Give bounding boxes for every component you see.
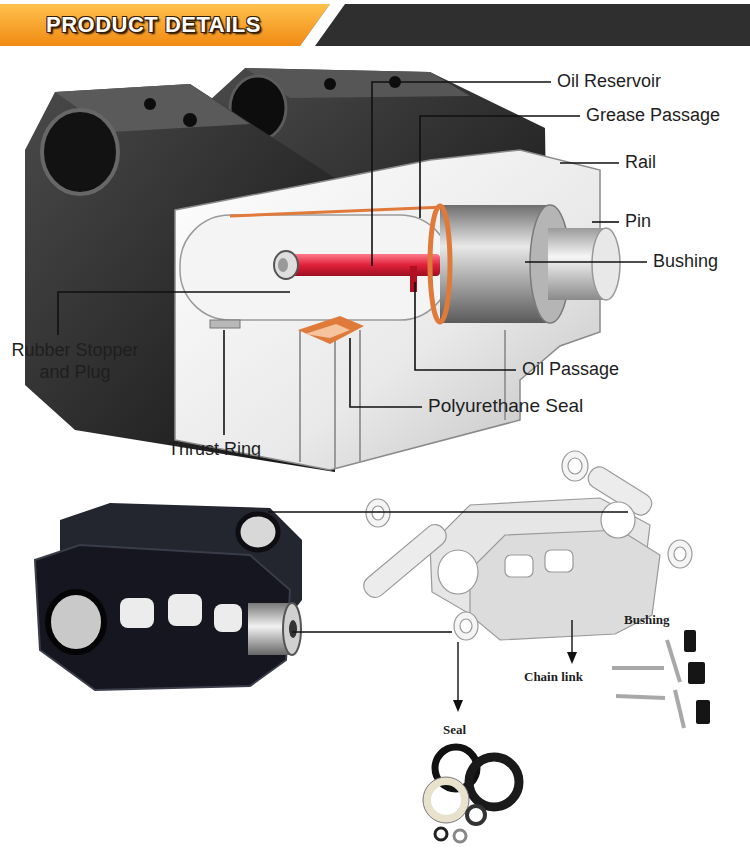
part-label: Pin (625, 211, 651, 233)
cutaway-link-part (305, 324, 350, 338)
pointer-lines-part (571, 620, 572, 654)
exploded-sketch-part (454, 612, 478, 640)
exploded-sketch-part (360, 520, 451, 601)
seal-rings-part (435, 828, 447, 840)
bushing-parts-part (684, 630, 696, 652)
exploded-sketch-part (568, 458, 582, 474)
leader-lines-part (525, 261, 647, 263)
cutaway-link-part (278, 258, 288, 272)
leader-lines-part (592, 221, 619, 223)
cutaway-link-part (430, 206, 450, 322)
exploded-sketch-part (668, 540, 692, 568)
pointer-lines-part (457, 642, 458, 702)
exploded-sketch-part (366, 499, 390, 527)
bushing-parts-part (612, 666, 664, 670)
leader-lines-part (560, 162, 619, 164)
bushing-parts-part (667, 640, 680, 682)
link-photo (35, 503, 302, 690)
part-label: Rail (625, 152, 656, 174)
bushing-parts (612, 630, 710, 728)
leader-lines-part (58, 292, 290, 335)
leader-lines-part (372, 82, 551, 266)
exploded-sketch-part (601, 502, 635, 538)
part-label: Polyurethane Seal (428, 395, 583, 418)
cutaway-link-part (180, 215, 450, 320)
header-banner-part (0, 4, 330, 46)
seal-rings-part (454, 830, 466, 842)
cutaway-link-part (290, 254, 440, 276)
bushing-parts-part (675, 690, 684, 728)
part-label: Bushing (653, 251, 718, 273)
bushing-parts-part (696, 700, 710, 724)
cutaway-link-part (334, 330, 336, 468)
component-label: Seal (443, 722, 466, 738)
component-label: Chain link (524, 669, 583, 685)
leader-lines-part (350, 338, 422, 407)
pointer-lines-part (268, 511, 628, 512)
exploded-sketch-part (438, 550, 478, 594)
leader-lines-part (223, 330, 225, 435)
exploded-sketch-part (372, 506, 384, 520)
cutaway-link-part (274, 251, 298, 279)
cutaway-link-part (42, 110, 118, 194)
cutaway-link-part (210, 320, 240, 328)
header-banner (0, 4, 750, 46)
pointer-lines-part (292, 631, 452, 632)
link-photo-part (214, 604, 242, 632)
header-banner-part (300, 4, 345, 46)
cutaway-link-part (144, 98, 156, 110)
cutaway-link-part (592, 228, 620, 300)
header-banner-part (0, 4, 750, 46)
exploded-sketch-part (460, 619, 472, 633)
link-photo-part (120, 598, 154, 628)
cutaway-link-part (175, 150, 600, 470)
arrowheads-part (567, 652, 577, 664)
part-label: Oil Passage (522, 359, 619, 381)
cutaway-link-part (324, 78, 336, 90)
cutaway-link-part (410, 266, 417, 292)
leader-lines (58, 82, 647, 435)
exploded-sketch-part (562, 451, 588, 481)
cutaway-link-part (230, 207, 445, 216)
exploded-sketch (360, 451, 692, 640)
cutaway-link-part (359, 330, 361, 462)
link-photo-part (283, 603, 301, 655)
pointer-lines (268, 512, 628, 702)
part-label: Oil Reservoir (557, 71, 661, 93)
bushing-parts-part (688, 662, 705, 684)
cutaway-link-part (299, 330, 301, 462)
page-title: PRODUCT DETAILS (46, 12, 261, 38)
link-photo-part (289, 620, 297, 638)
part-label: Grease Passage (586, 105, 720, 127)
seal-rings-part (469, 757, 519, 807)
cutaway-link (25, 68, 620, 472)
exploded-sketch-part (545, 550, 573, 572)
seal-rings (423, 747, 519, 842)
cutaway-link-part (298, 316, 364, 344)
part-label: Thrust Ring (168, 439, 261, 461)
link-photo-part (238, 514, 278, 550)
seal-rings-part (467, 806, 485, 824)
arrowheads-part (453, 700, 463, 712)
seal-rings-part (423, 777, 469, 823)
leader-lines-part (415, 282, 516, 370)
link-photo-part (168, 594, 202, 626)
exploded-sketch-part (505, 555, 533, 577)
leader-lines-part (420, 116, 580, 218)
link-photo-part (48, 592, 104, 652)
part-label: Rubber Stopper and Plug (0, 340, 150, 383)
seal-rings-part (427, 781, 465, 819)
cutaway-link-part (183, 113, 197, 127)
exploded-sketch-part (674, 547, 686, 561)
bushing-parts-part (616, 696, 665, 698)
component-label: Bushing (624, 612, 670, 628)
